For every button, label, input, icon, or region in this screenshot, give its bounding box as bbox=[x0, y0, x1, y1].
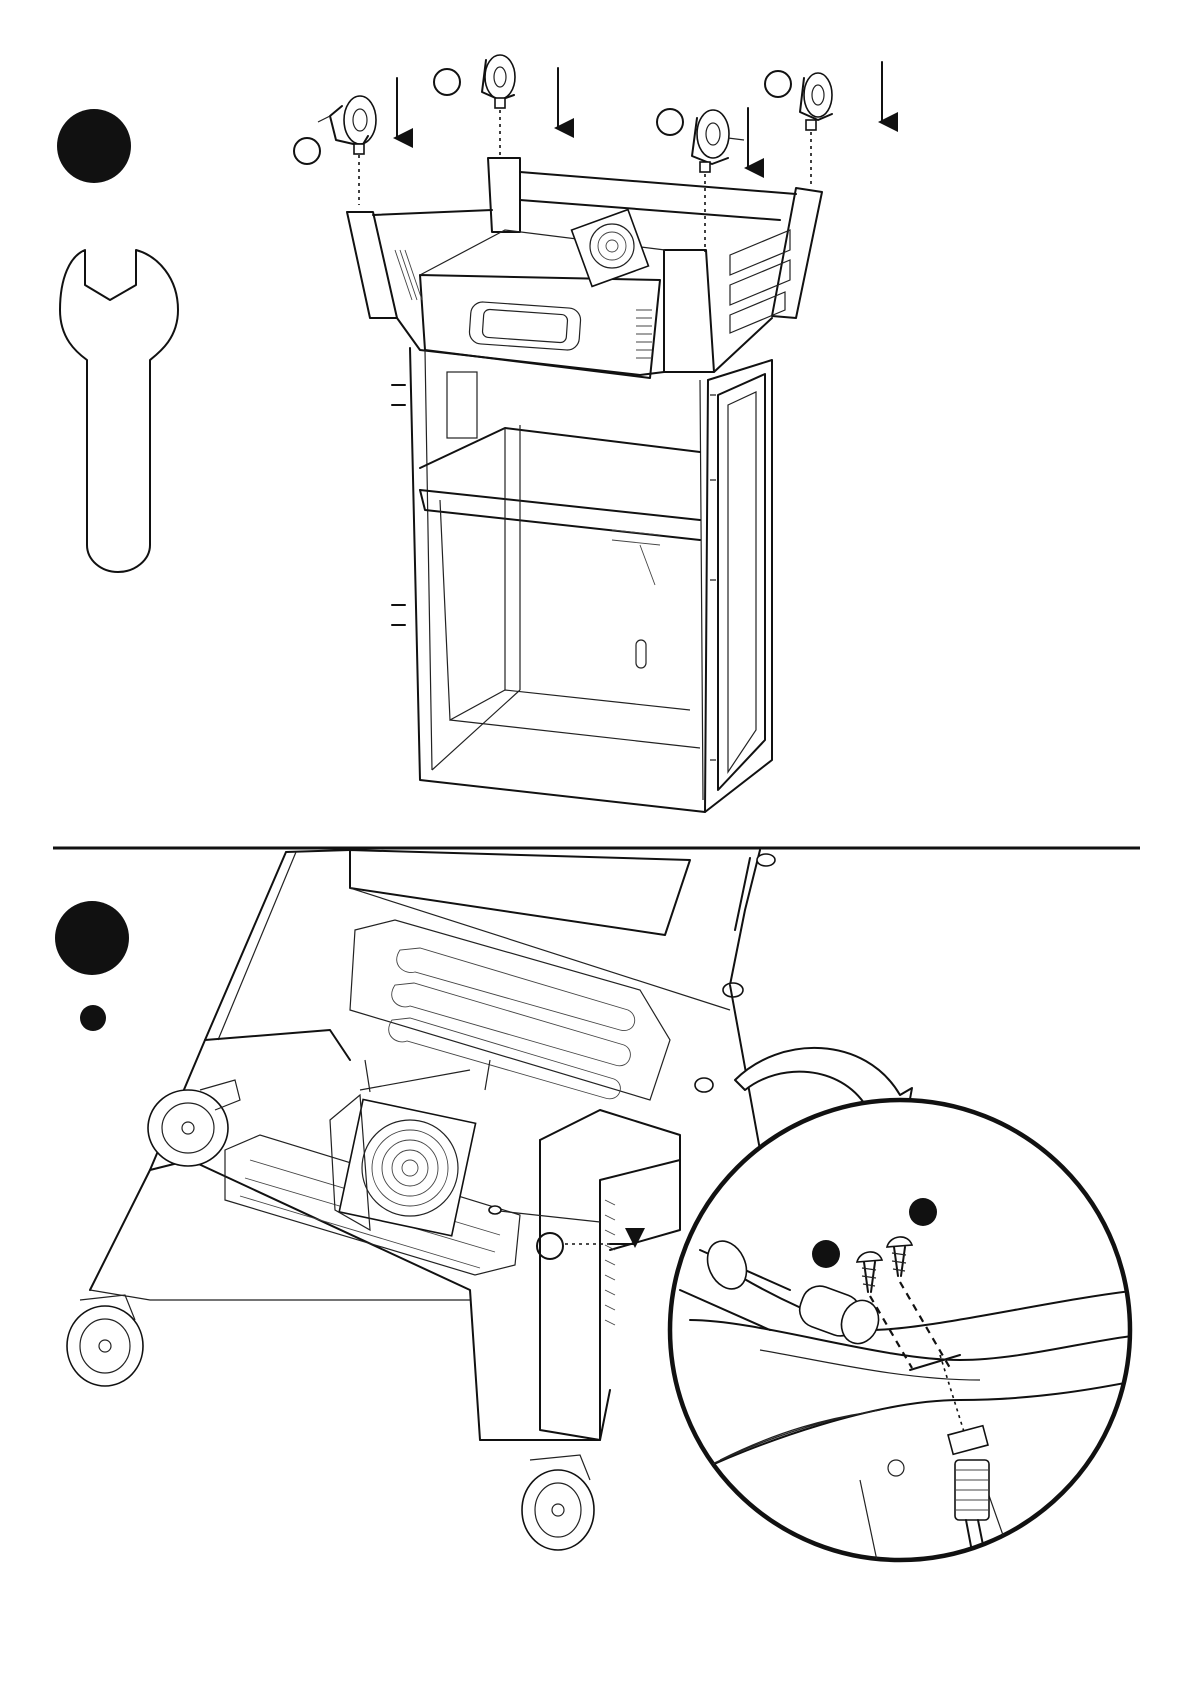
step-badge bbox=[55, 901, 129, 975]
cart-frame bbox=[347, 158, 822, 812]
part-marker-4 bbox=[765, 71, 791, 97]
caster bbox=[522, 1455, 594, 1550]
wrench-icon bbox=[60, 250, 178, 572]
part-marker-1 bbox=[294, 138, 320, 164]
caster-2 bbox=[482, 55, 515, 155]
part-marker-3 bbox=[657, 109, 683, 135]
detail-inset bbox=[670, 1100, 1140, 1684]
cart-underside bbox=[67, 850, 775, 1550]
part-marker-2 bbox=[434, 69, 460, 95]
step-bottom bbox=[55, 850, 1140, 1684]
caster bbox=[67, 1295, 143, 1386]
caster-1 bbox=[318, 96, 376, 205]
detail-marker-2 bbox=[909, 1198, 937, 1226]
caster-4 bbox=[800, 73, 832, 188]
sub-step-badge bbox=[80, 1005, 106, 1031]
caster bbox=[148, 1080, 240, 1166]
caster-3 bbox=[692, 110, 744, 252]
step-top bbox=[57, 55, 882, 812]
detail-marker-1 bbox=[812, 1240, 840, 1268]
step-badge bbox=[57, 109, 131, 183]
